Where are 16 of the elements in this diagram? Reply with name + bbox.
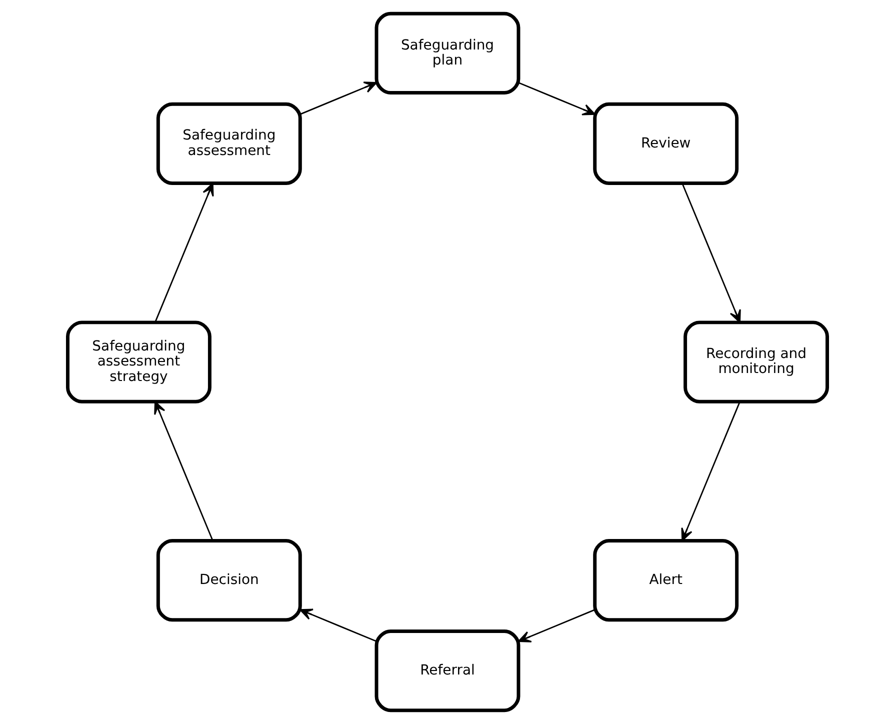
node-box: Alert: [593, 538, 739, 622]
node-box: Safeguarding assessment strategy: [66, 320, 212, 403]
arrow: [300, 81, 378, 114]
arrow: [154, 400, 214, 540]
node-box: Safeguarding plan: [374, 11, 520, 94]
arrow: [154, 182, 214, 322]
arrow: [300, 608, 377, 642]
node-box: Recording and monitoring: [684, 320, 829, 403]
node-box: Review: [593, 102, 739, 184]
node-box: Safeguarding assessment: [156, 102, 302, 184]
arrow: [518, 82, 596, 115]
arrow: [682, 182, 741, 322]
arrow: [518, 608, 595, 642]
node-box: Decision: [156, 538, 302, 622]
arrow: [681, 401, 740, 541]
node-box: Referral: [374, 628, 520, 712]
